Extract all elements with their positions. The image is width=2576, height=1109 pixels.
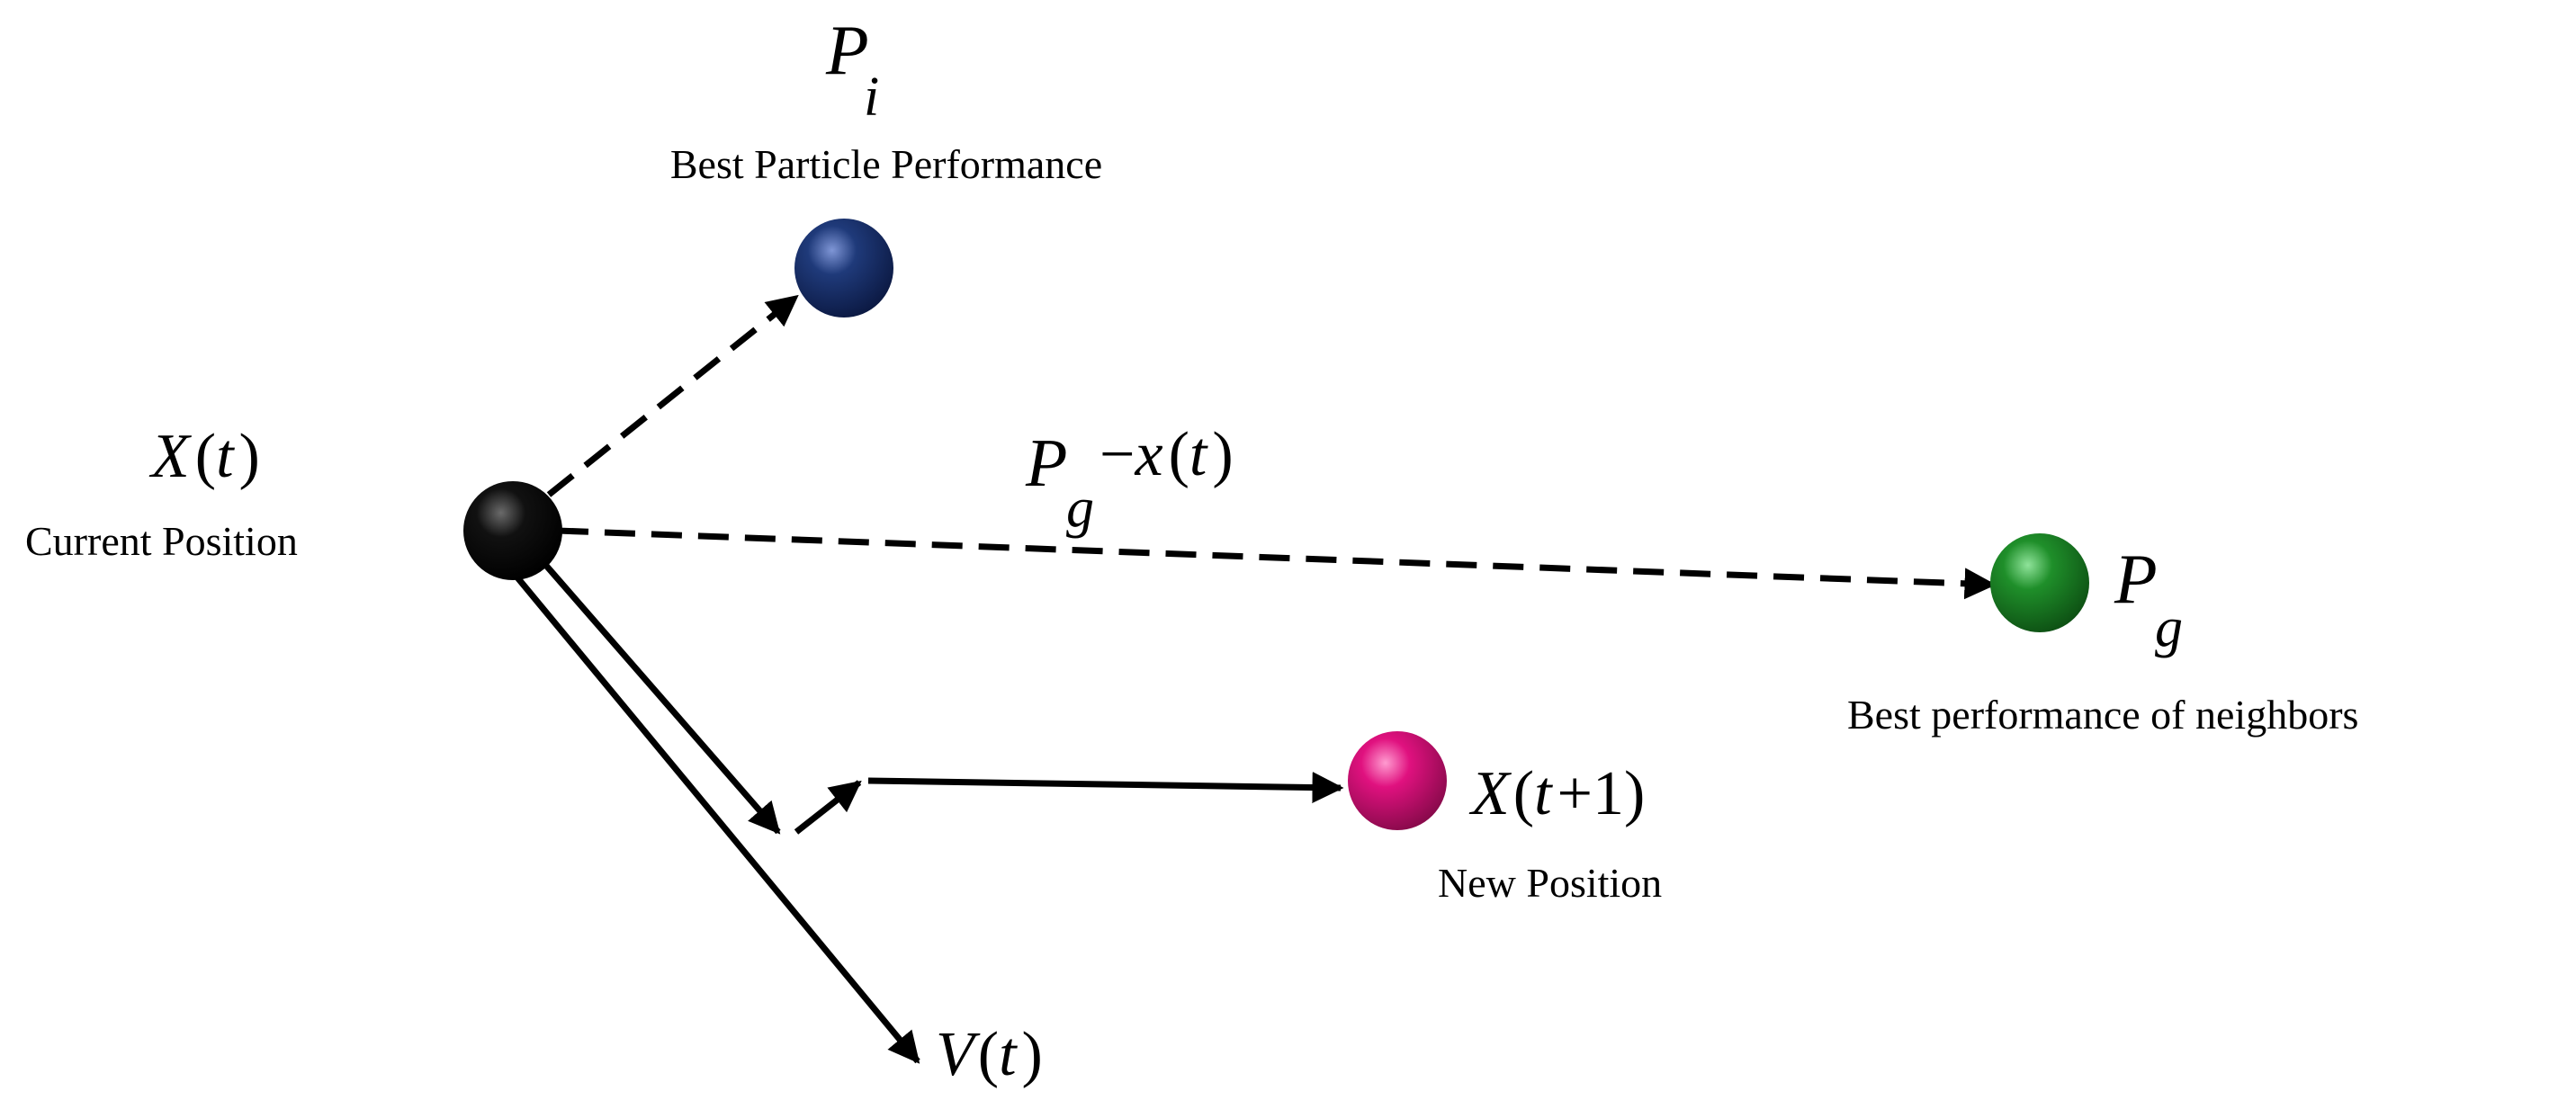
current-caption: Current Position — [25, 518, 298, 564]
gbest-symbol: P — [2114, 540, 2158, 618]
arrow-to-gbest — [557, 527, 1997, 600]
arrow-to-pbest — [546, 294, 799, 497]
global-edge-rest: −x(t) — [1100, 420, 1234, 489]
particles — [463, 219, 2089, 830]
gbest-particle — [1990, 533, 2089, 632]
new-position-label: X(t+1) New Position — [1438, 759, 1662, 906]
arrow-to-new-position — [867, 772, 1344, 804]
pbest-symbol: P — [825, 11, 869, 89]
new-position-math: X(t+1) — [1468, 759, 1645, 828]
pbest-subscript: i — [864, 67, 879, 128]
current-label: X(t) Current Position — [25, 422, 298, 564]
global-edge-label: P g −x(t) — [1025, 420, 1234, 539]
arrows — [506, 294, 1997, 1064]
arrow-short-diagonal — [794, 780, 862, 835]
velocity-label: V(t) — [936, 1020, 1043, 1089]
pbest-caption: Best Particle Performance — [670, 141, 1102, 187]
global-edge-subscript: g — [1066, 478, 1094, 539]
pbest-label: P i Best Particle Performance — [670, 11, 1102, 187]
gbest-label: P g Best performance of neighbors — [1847, 540, 2358, 738]
arrow-to-midpoint — [533, 550, 781, 835]
new-position-particle — [1348, 731, 1447, 830]
current-position-particle — [463, 481, 562, 580]
global-edge-symbol: P — [1025, 425, 1067, 501]
new-position-caption: New Position — [1438, 860, 1662, 906]
pbest-particle — [794, 219, 893, 317]
arrow-velocity — [506, 564, 920, 1064]
current-math: X(t) — [148, 422, 260, 491]
velocity-math: V(t) — [936, 1020, 1043, 1089]
gbest-subscript: g — [2155, 597, 2183, 658]
gbest-caption: Best performance of neighbors — [1847, 692, 2358, 738]
